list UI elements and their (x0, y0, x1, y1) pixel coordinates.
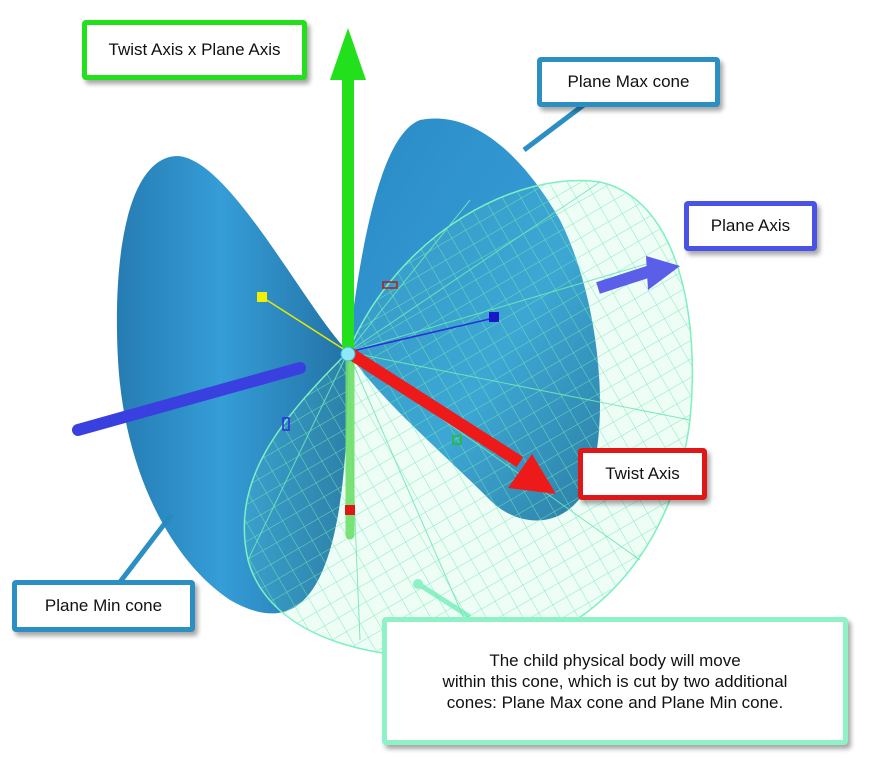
plane-max-pointer (522, 102, 587, 152)
twist-axis-arrowhead (508, 454, 556, 494)
tail-marker-red (345, 505, 355, 515)
plane-axis-marker (489, 312, 499, 322)
twist-axis-text: Twist Axis (605, 464, 680, 483)
plane-min-cone-label: Plane Min cone (12, 580, 195, 632)
plane-axis-arrowhead (646, 256, 680, 290)
plane-axis-thin-line (347, 317, 495, 353)
red-outline-marker (382, 281, 398, 289)
joint-origin (340, 346, 356, 362)
plane-axis-shaft-back (72, 362, 306, 436)
twist-cross-plane-axis-text: Twist Axis x Plane Axis (108, 40, 281, 59)
twist-axis-label: Twist Axis (578, 448, 707, 500)
swing-cone-mesh (243, 179, 694, 658)
blue-outline-marker (282, 417, 290, 431)
plane-axis-label: Plane Axis (684, 201, 817, 251)
plane-max-cone-text: Plane Max cone (567, 72, 690, 91)
plane-min-cone-text: Plane Min cone (44, 596, 163, 615)
plane-axis-text: Plane Axis (710, 216, 791, 235)
plane-min-pointer (118, 512, 174, 584)
swing-cone-note-text: The child physical body will move within… (442, 650, 788, 712)
plane-max-cone-label: Plane Max cone (537, 57, 720, 107)
yellow-marker (257, 292, 267, 302)
twist-cross-plane-axis-arrowhead (330, 28, 366, 80)
swing-cone-note: The child physical body will move within… (382, 617, 848, 745)
swing-cone-mesh-tint (244, 180, 693, 658)
green-outline-marker (452, 435, 462, 445)
twist-cross-plane-axis-label: Twist Axis x Plane Axis (82, 20, 307, 80)
twist-axis-shaft (344, 346, 524, 468)
yellow-helper-line (261, 296, 349, 353)
